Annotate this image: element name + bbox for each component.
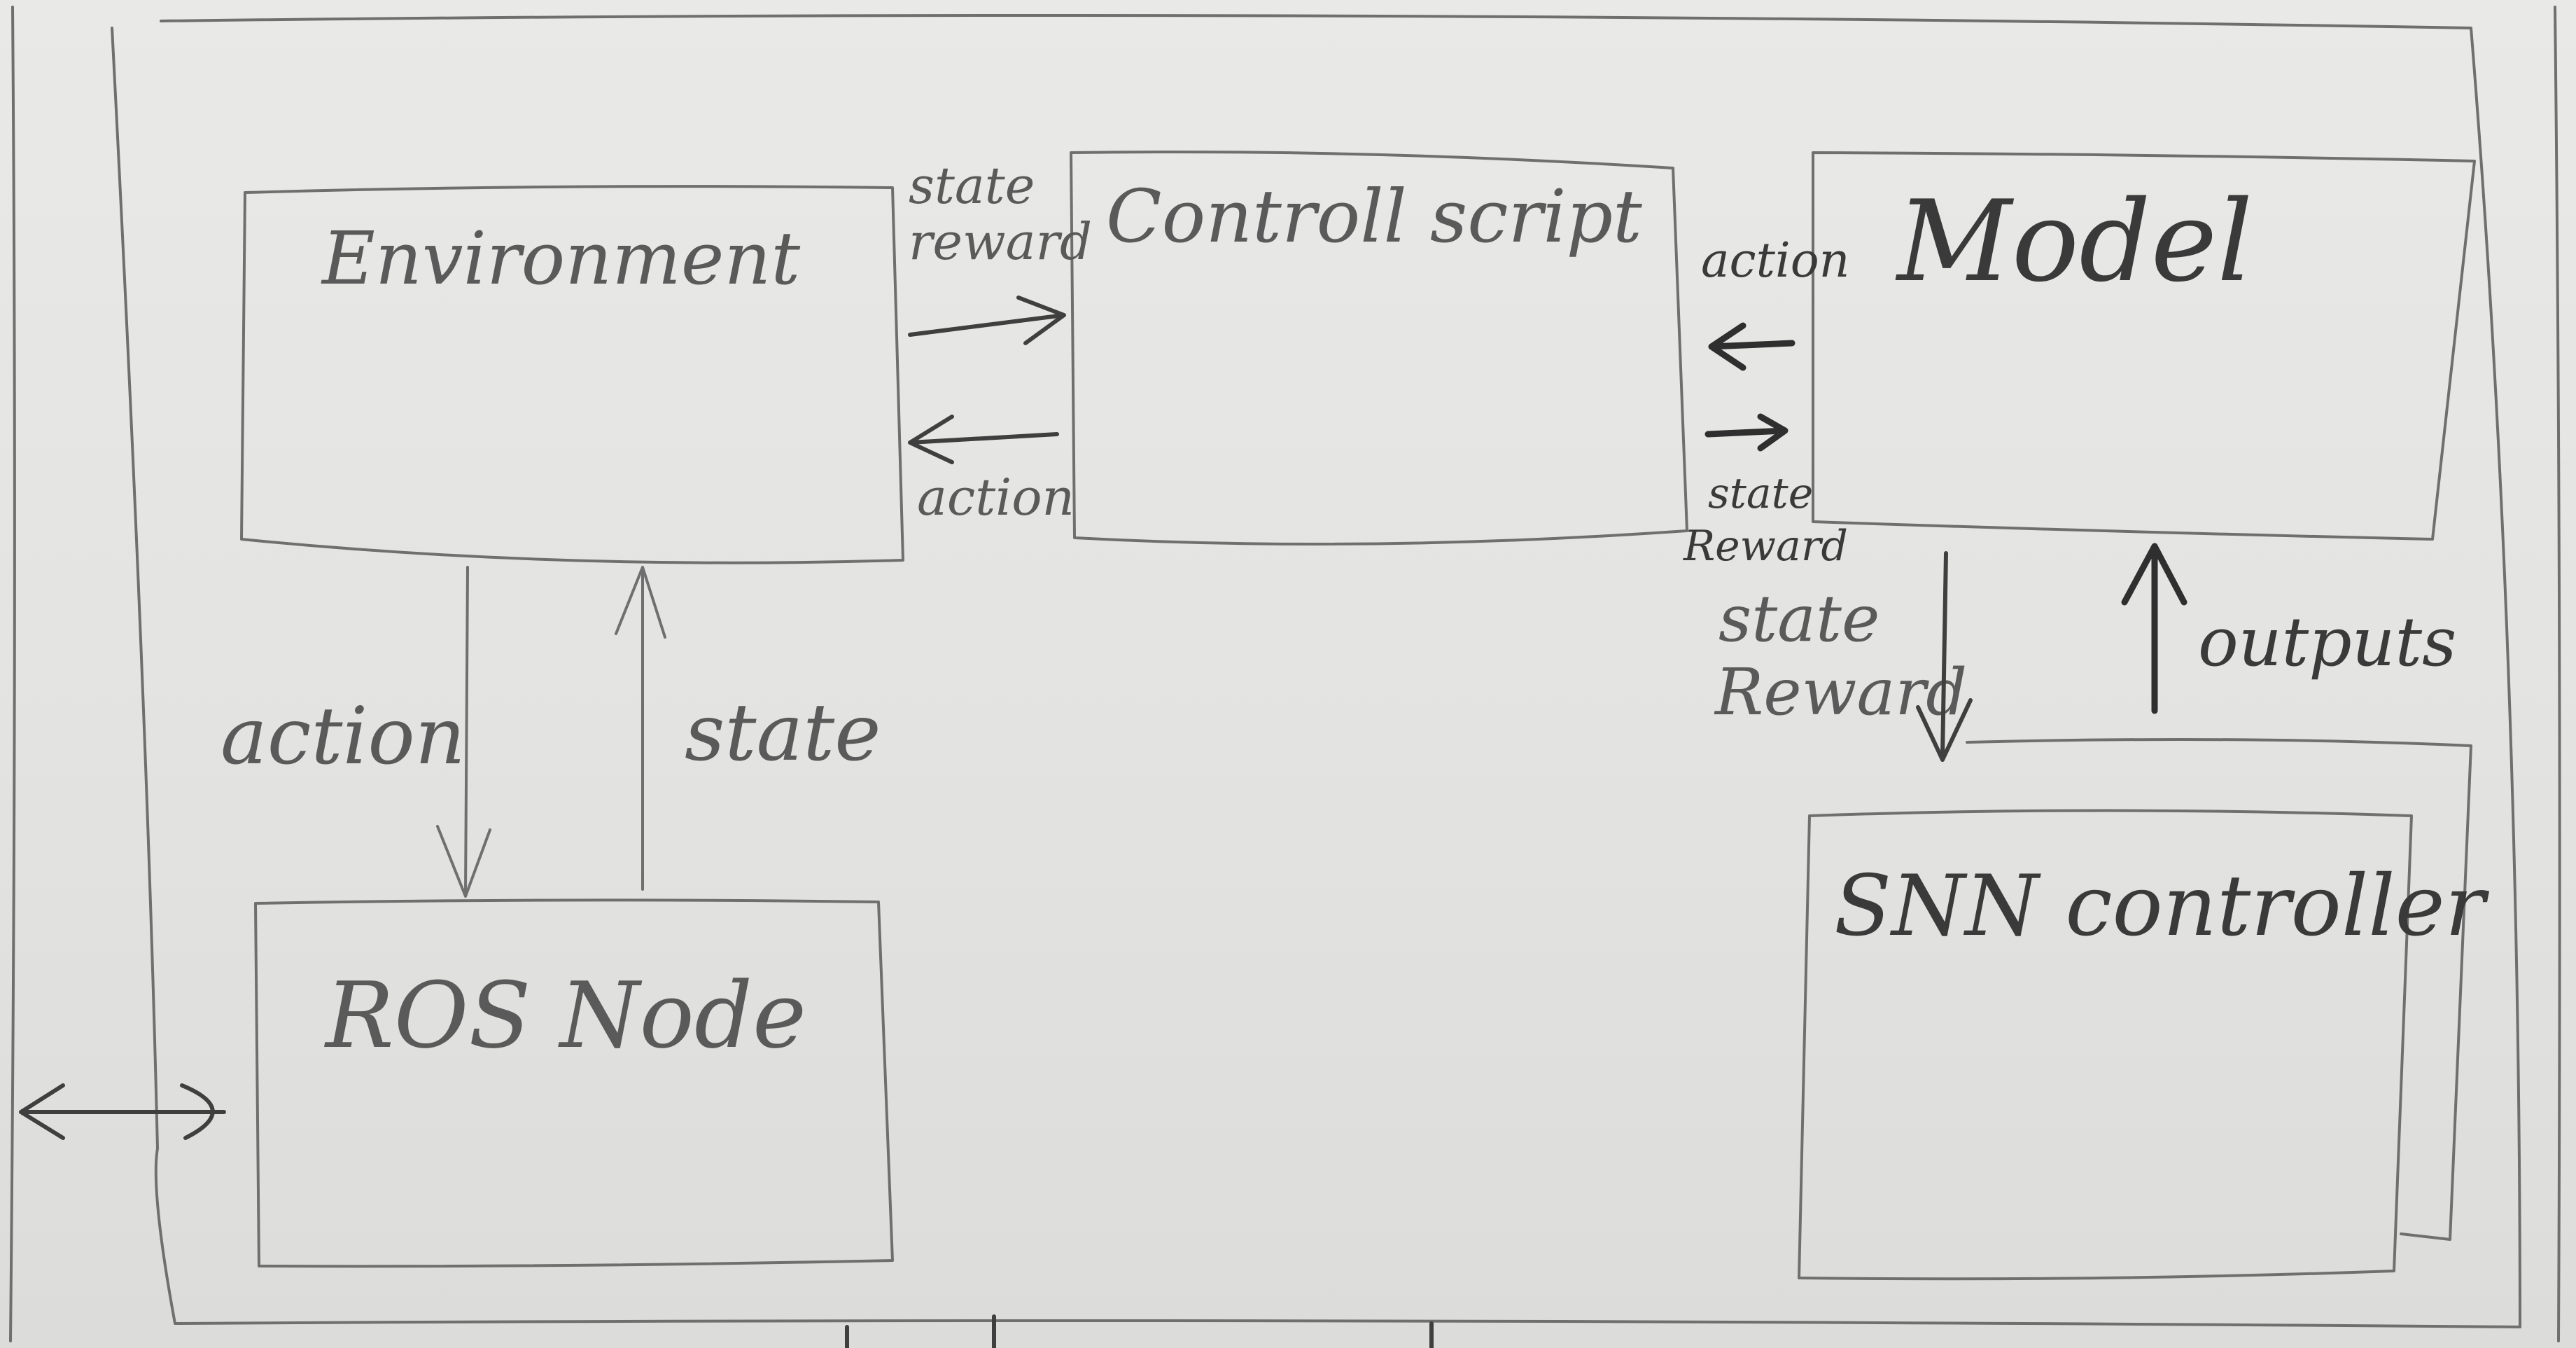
outer-frame bbox=[111, 14, 2521, 1328]
env-to-ros-arrow bbox=[436, 566, 491, 898]
script-model-edges: action state Reward bbox=[1683, 233, 1849, 571]
ros-to-env-arrow bbox=[615, 566, 666, 891]
snn-controller-node: SNN controller bbox=[1798, 738, 2490, 1281]
control-script-label: Controll script bbox=[1106, 174, 1642, 259]
env-script-edges: state reward action bbox=[908, 156, 1092, 527]
model-label: Model bbox=[1895, 176, 2253, 307]
script-to-model-arrow bbox=[1704, 413, 1788, 452]
model-node: Model bbox=[1812, 151, 2476, 541]
model-box bbox=[1812, 151, 2476, 541]
left-page-edge bbox=[9, 6, 16, 1342]
env-to-script-label-reward: reward bbox=[909, 212, 1092, 271]
model-to-script-label-state: state bbox=[1708, 469, 1813, 518]
model-to-script-arrow bbox=[1708, 322, 1795, 371]
ros-node: ROS Node bbox=[19, 898, 894, 1268]
ros-node-label: ROS Node bbox=[324, 962, 806, 1069]
script-to-env-label: action bbox=[917, 468, 1074, 527]
environment-box bbox=[240, 185, 904, 564]
control-script-node: Controll script bbox=[1070, 150, 1688, 546]
env-to-script-arrow bbox=[908, 296, 1066, 345]
ros-node-box bbox=[254, 898, 894, 1268]
model-to-snn-arrow bbox=[1916, 551, 1973, 762]
model-to-snn-label-reward: Reward bbox=[1714, 655, 1967, 730]
script-to-model-label: action bbox=[1701, 233, 1849, 289]
model-snn-edges: state Reward outputs bbox=[1714, 543, 2456, 762]
env-ros-edges: action state bbox=[220, 566, 881, 898]
ros-node-bidirectional-arrow bbox=[19, 1083, 226, 1140]
snn-back-box bbox=[1966, 738, 2472, 1241]
env-to-script-label-state: state bbox=[909, 156, 1035, 215]
right-page-edge bbox=[2554, 6, 2561, 1342]
script-to-env-arrow bbox=[908, 415, 1059, 464]
snn-controller-label: SNN controller bbox=[1834, 858, 2490, 955]
environment-node: Environment bbox=[240, 185, 904, 564]
bottom-marks bbox=[845, 1314, 1434, 1348]
snn-to-model-label: outputs bbox=[2198, 603, 2456, 681]
snn-front-box bbox=[1798, 809, 2413, 1281]
control-script-box bbox=[1070, 150, 1688, 546]
model-to-snn-label-state: state bbox=[1718, 581, 1879, 656]
snn-to-model-arrow bbox=[2121, 543, 2188, 714]
model-to-script-label-reward: Reward bbox=[1683, 522, 1848, 571]
env-to-ros-label: action bbox=[220, 691, 465, 782]
ros-to-env-label: state bbox=[685, 688, 881, 779]
environment-label: Environment bbox=[321, 216, 800, 301]
